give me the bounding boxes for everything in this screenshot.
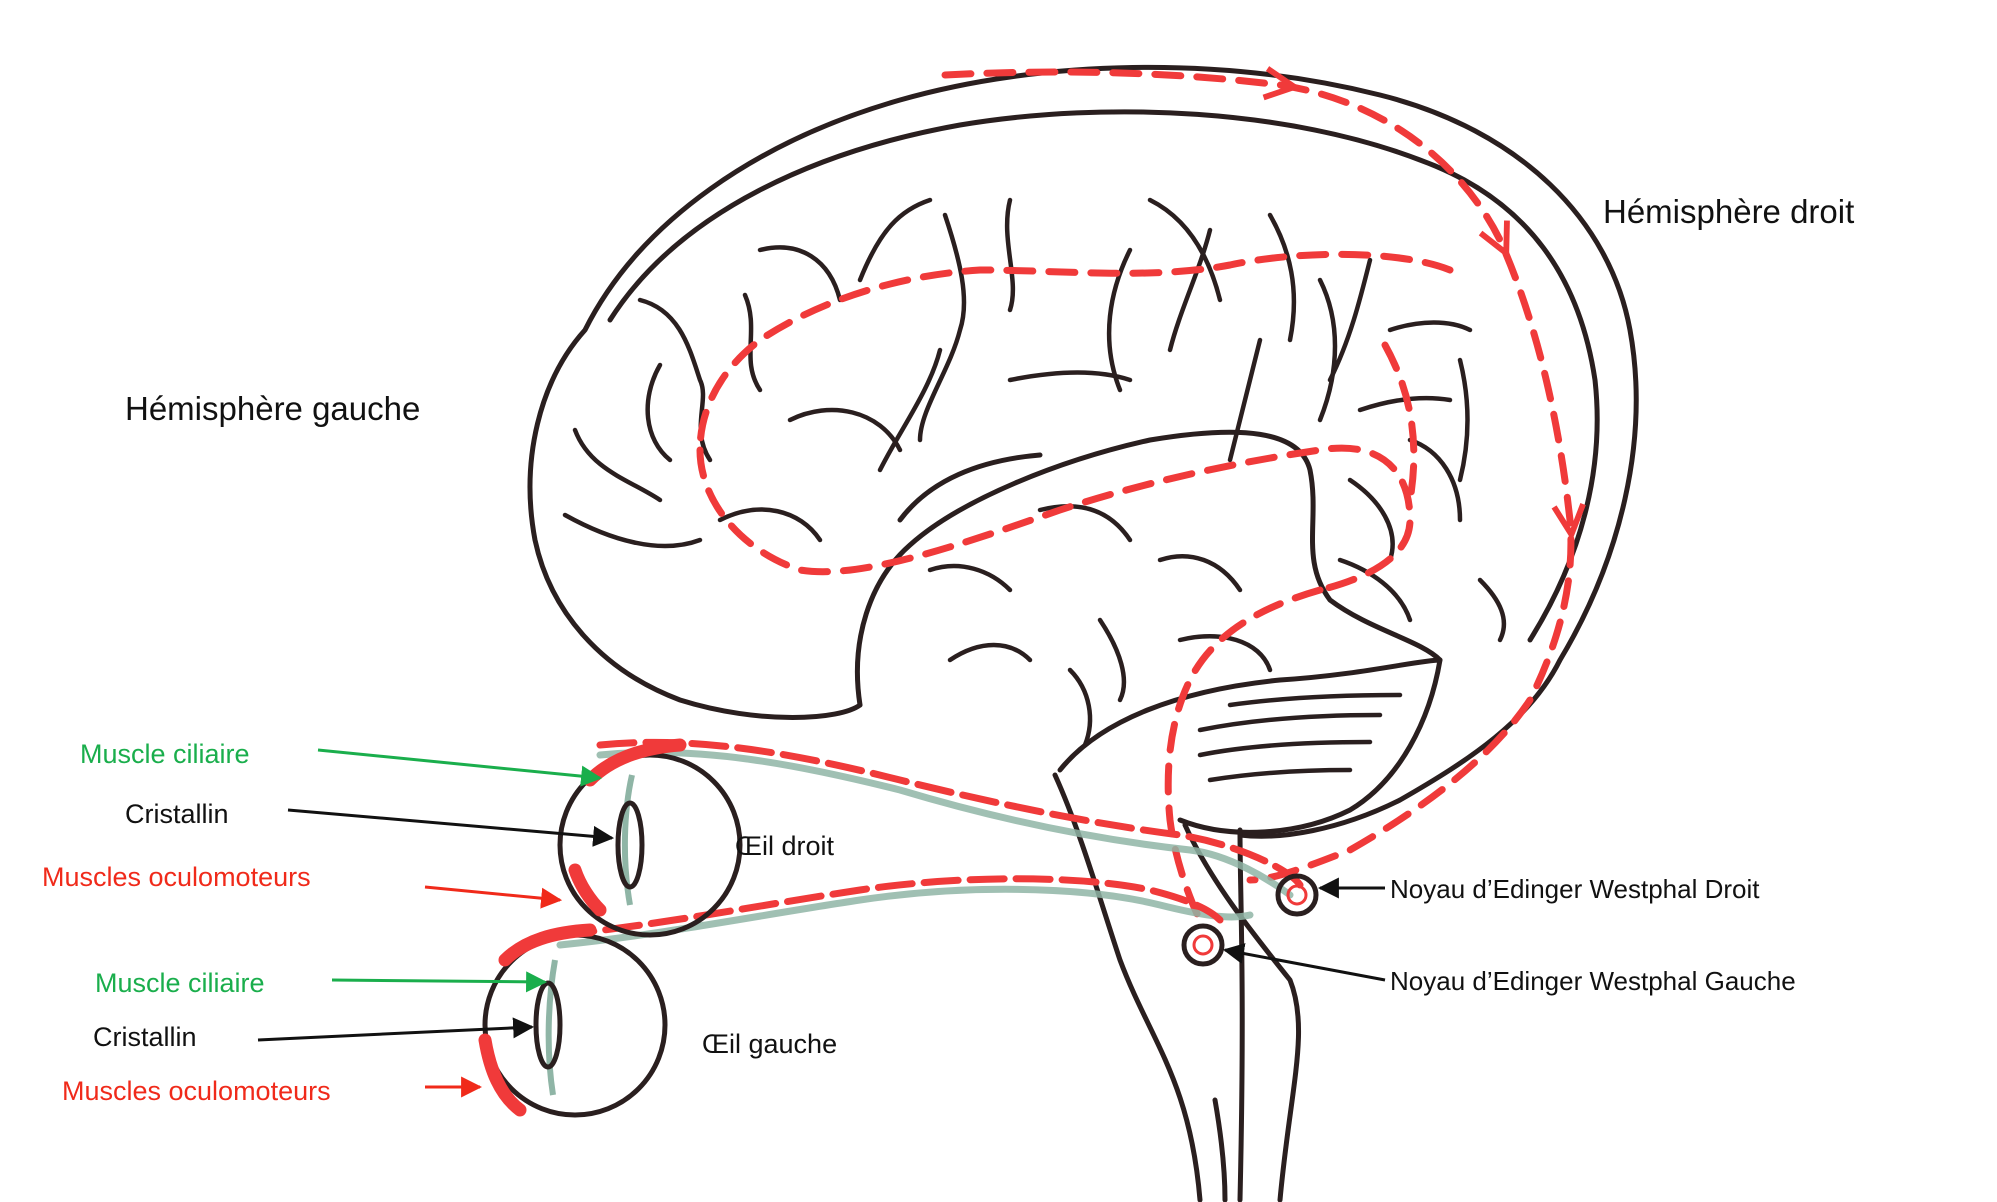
label-left-eye-oculomotor: Muscles oculomoteurs xyxy=(62,1076,331,1106)
arrow-nucleus-left xyxy=(1222,943,1386,982)
left-eye xyxy=(478,923,668,1118)
label-arrows xyxy=(257,748,1386,1098)
right-eye xyxy=(557,738,743,938)
label-right-hemisphere: Hémisphère droit xyxy=(1603,193,1854,230)
label-nucleus-right: Noyau d’Edinger Westphal Droit xyxy=(1390,874,1760,904)
arrow-right-ciliary xyxy=(317,748,603,787)
nucleus-right xyxy=(1275,873,1319,917)
nucleus-left xyxy=(1181,923,1225,967)
label-left-eye: Œil gauche xyxy=(702,1029,837,1059)
label-left-hemisphere: Hémisphère gauche xyxy=(125,390,420,427)
right-eye-oculomotor-muscle xyxy=(568,863,607,917)
label-nucleus-left: Noyau d’Edinger Westphal Gauche xyxy=(1390,966,1796,996)
nucleus-circle-icon xyxy=(1275,873,1319,917)
left-eye-lens xyxy=(533,980,563,1070)
label-right-eye: Œil droit xyxy=(735,831,835,861)
nucleus-circle-icon xyxy=(1181,923,1225,967)
arrow-right-lens xyxy=(287,808,615,847)
right-eye-lens xyxy=(615,800,645,890)
arrow-right-oculomotor xyxy=(424,885,563,909)
label-right-eye-oculomotor: Muscles oculomoteurs xyxy=(42,862,311,892)
left-eye-oculomotor-muscle xyxy=(478,1033,527,1117)
label-right-eye-lens: Cristallin xyxy=(125,799,229,829)
label-left-eye-lens: Cristallin xyxy=(93,1022,197,1052)
left-eye-ciliary-muscle xyxy=(498,923,597,967)
cortical-pathway xyxy=(696,72,1571,924)
arrow-left-lens xyxy=(257,1017,535,1042)
arrow-left-ciliary xyxy=(331,971,548,993)
labels: Hémisphère gauche Hémisphère droit Œil d… xyxy=(42,193,1854,1106)
right-eye-ciliary-muscle xyxy=(583,738,687,787)
cerebellum xyxy=(1057,657,1443,835)
brain-drawing-icon xyxy=(527,64,1639,1202)
label-left-eye-ciliary: Muscle ciliaire xyxy=(95,968,265,998)
efferent-pathways xyxy=(556,738,1304,949)
label-right-eye-ciliary: Muscle ciliaire xyxy=(80,739,250,769)
